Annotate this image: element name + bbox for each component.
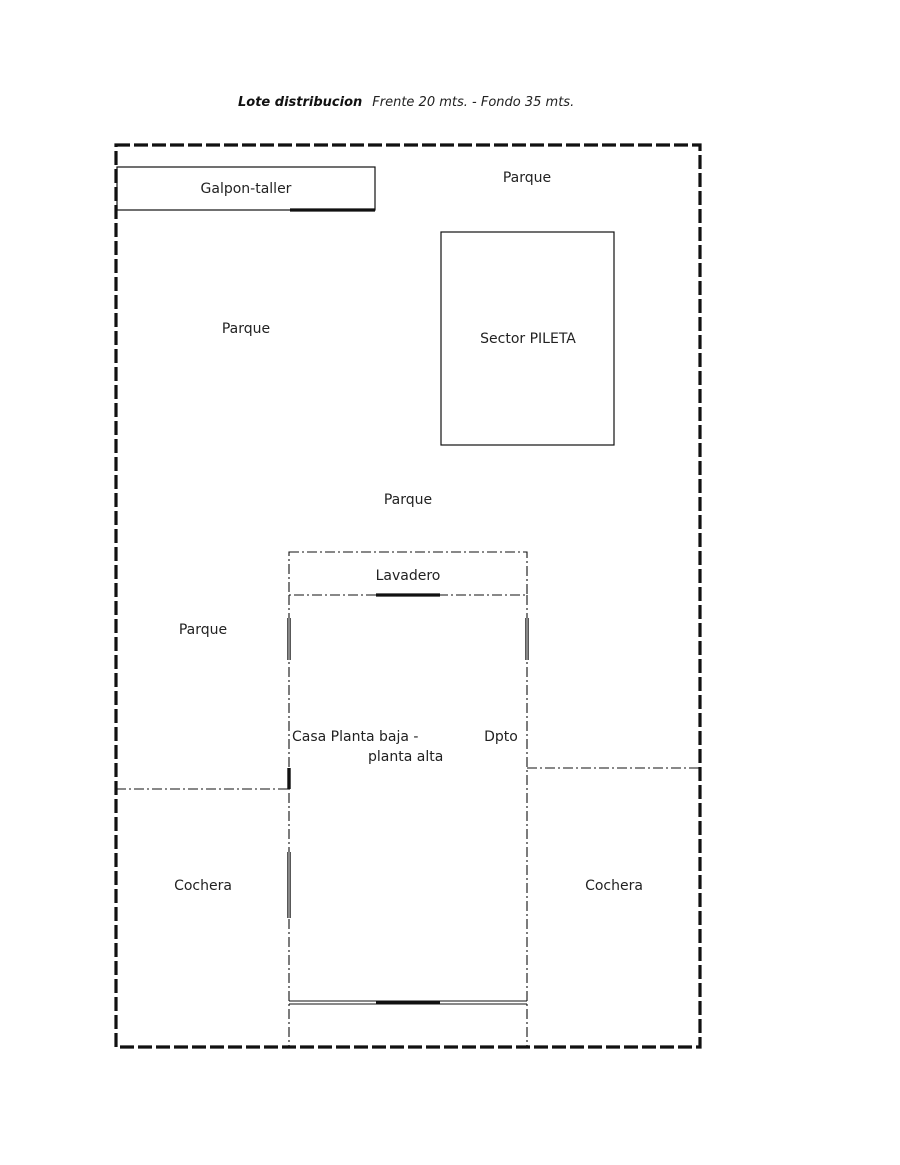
- label-cochera-left: Cochera: [174, 878, 232, 894]
- label-parque-left: Parque: [222, 321, 270, 337]
- label-casa-line1: Casa Planta baja -: [292, 729, 418, 745]
- label-dpto: Dpto: [484, 729, 518, 745]
- lot-boundary: [114, 143, 702, 1049]
- label-parque-top-right: Parque: [503, 170, 551, 186]
- title-dimensions: Frente 20 mts. - Fondo 35 mts.: [372, 95, 574, 110]
- label-parque-center: Parque: [384, 492, 432, 508]
- label-parque-mid-left: Parque: [179, 622, 227, 638]
- label-lavadero: Lavadero: [376, 568, 441, 584]
- label-casa-line2: planta alta: [368, 749, 443, 765]
- label-cochera-right: Cochera: [585, 878, 643, 894]
- plan-title: Lote distribucion Frente 20 mts. - Fondo…: [238, 93, 574, 110]
- label-sector-pileta: Sector PILETA: [480, 331, 576, 347]
- label-galpon-taller: Galpon-taller: [201, 181, 292, 197]
- title-bold: Lote distribucion: [238, 95, 362, 110]
- galpon-taller-box: [116, 166, 376, 211]
- pileta-box: [440, 231, 615, 446]
